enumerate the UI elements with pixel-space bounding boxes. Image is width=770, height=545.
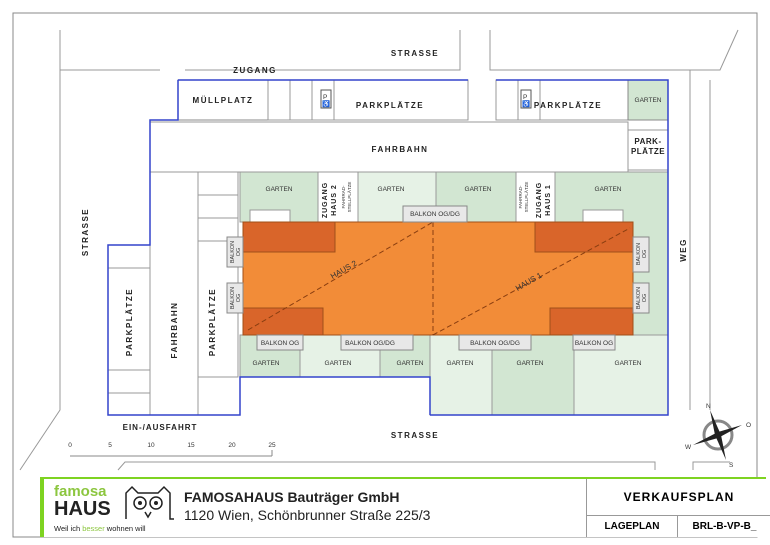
ein-ausfahrt-label: EIN-/AUSFAHRT bbox=[123, 423, 198, 432]
scale-tick: 25 bbox=[268, 442, 276, 449]
plaetze-label: PLÄTZE bbox=[631, 147, 665, 156]
stellplaetze-label: STELLPLÄTZE bbox=[523, 182, 529, 213]
og-label: OG bbox=[642, 294, 648, 303]
garten-label: GARTEN bbox=[325, 360, 352, 367]
garten-label: GARTEN bbox=[517, 360, 544, 367]
compass-w: W bbox=[685, 444, 692, 451]
balkon-label: BALKON OG bbox=[575, 340, 613, 347]
balkon-label: BALKON bbox=[230, 287, 236, 309]
haus1-label: HAUS 1 bbox=[545, 184, 552, 216]
scale-tick: 10 bbox=[147, 442, 155, 449]
fahrbahn-left-label: FAHRBAHN bbox=[170, 302, 179, 359]
svg-text:♿: ♿ bbox=[522, 100, 530, 108]
parking-stalls-left bbox=[107, 171, 239, 416]
compass-n: N bbox=[706, 403, 711, 410]
famosahaus-logo: famosa HAUS Weil ich besser wohnen will bbox=[54, 483, 176, 535]
park-label: PARK- bbox=[634, 137, 661, 146]
og-label: OG bbox=[642, 250, 648, 259]
parking-right bbox=[627, 129, 669, 171]
muellplatz-area bbox=[177, 79, 269, 121]
scale-tick: 0 bbox=[68, 442, 72, 449]
parkplaetze-left-label: PARKPLÄTZE bbox=[208, 288, 217, 356]
garten-label: GARTEN bbox=[465, 186, 492, 193]
parking-stalls-top bbox=[267, 79, 629, 121]
logo-text-top: famosa bbox=[54, 483, 107, 500]
fahrrad-label: FAHRRAD- bbox=[518, 185, 523, 209]
diagonal-haus1 bbox=[432, 227, 631, 336]
street-left-label: STRASSE bbox=[81, 208, 90, 256]
scale-tick: 5 bbox=[108, 442, 112, 449]
garden-top-right bbox=[627, 79, 669, 121]
plan-name: LAGEPLAN bbox=[587, 516, 678, 537]
haus2-label: HAUS 2 bbox=[331, 184, 338, 216]
disabled-parking-icon: P♿ bbox=[320, 89, 332, 109]
garten-label: GARTEN bbox=[595, 186, 622, 193]
balkon-label: BALKON OG/DG bbox=[470, 340, 520, 347]
drawing-frame bbox=[12, 12, 758, 538]
garten-label: GARTEN bbox=[615, 360, 642, 367]
logo-slogan: Weil ich besser wohnen will bbox=[54, 524, 146, 533]
fahrbahn-label: FAHRBAHN bbox=[372, 145, 429, 154]
svg-text:♿: ♿ bbox=[322, 100, 330, 108]
scale-tick: 15 bbox=[187, 442, 195, 449]
scale-tick: 20 bbox=[228, 442, 236, 449]
compass-o: O bbox=[746, 422, 751, 429]
balkon-label: BALKON OG/DG bbox=[345, 340, 395, 347]
og-label: OG bbox=[236, 248, 242, 257]
terrace-haus1-south bbox=[549, 307, 634, 336]
stellplaetze-label: STELLPLÄTZE bbox=[346, 182, 352, 213]
logo-text-bottom: HAUS bbox=[54, 498, 111, 520]
zugang-haus2-area bbox=[317, 171, 359, 223]
scale-bar: 0 5 10 15 20 25 bbox=[68, 442, 276, 457]
street-outline-bottom bbox=[117, 461, 730, 471]
balkon-label: BALKON bbox=[636, 287, 642, 309]
street-outline-left bbox=[19, 70, 61, 471]
zugang-label: ZUGANG bbox=[233, 66, 277, 75]
garten-label: GARTEN bbox=[253, 360, 280, 367]
owl-icon bbox=[125, 485, 174, 520]
company-name: FAMOSAHAUS Bauträger GmbH bbox=[184, 489, 400, 505]
zugang-haus1-label: ZUGANG bbox=[536, 182, 543, 218]
terrace-haus2-south bbox=[242, 307, 324, 336]
compass-s: S bbox=[729, 462, 734, 469]
plan-type: VERKAUFSPLAN bbox=[587, 479, 770, 516]
plan-info: VERKAUFSPLAN LAGEPLAN BRL-B-VP-B_ bbox=[586, 479, 770, 537]
garten-label: GARTEN bbox=[378, 186, 405, 193]
weg-outline bbox=[689, 70, 711, 410]
zugang-haus1-area bbox=[515, 171, 556, 223]
garten-label: GARTEN bbox=[447, 360, 474, 367]
street-bottom-label: STRASSE bbox=[391, 431, 439, 440]
disabled-parking-icon: P♿ bbox=[520, 89, 532, 109]
garten-label: GARTEN bbox=[635, 97, 662, 104]
parkplaetze-label: PARKPLÄTZE bbox=[534, 101, 602, 110]
zugang-haus2-label: ZUGANG bbox=[322, 182, 329, 218]
balkon-label: BALKON OG bbox=[261, 340, 299, 347]
fahrrad-label: FAHRRAD- bbox=[341, 185, 346, 209]
title-block: famosa HAUS Weil ich besser wohnen will … bbox=[40, 477, 770, 537]
garten-label: GARTEN bbox=[266, 186, 293, 193]
terrace-haus1-north bbox=[534, 221, 634, 253]
garten-label: GARTEN bbox=[397, 360, 424, 367]
parkplaetze-left-label: PARKPLÄTZE bbox=[125, 288, 134, 356]
fahrbahn-top bbox=[149, 121, 629, 173]
og-label: OG bbox=[236, 294, 242, 303]
svg-text:P: P bbox=[523, 94, 527, 101]
balkon-label: BALKON OG/DG bbox=[410, 211, 460, 218]
street-top-label: STRASSE bbox=[391, 49, 439, 58]
muellplatz-label: MÜLLPLATZ bbox=[193, 96, 254, 105]
company-address: 1120 Wien, Schönbrunner Straße 225/3 bbox=[184, 507, 431, 523]
balconies bbox=[226, 205, 650, 351]
weg-label: WEG bbox=[679, 238, 688, 262]
balkon-label: BALKON bbox=[230, 241, 236, 263]
terrace-haus2-north bbox=[242, 221, 336, 253]
property-boundary bbox=[107, 79, 669, 416]
compass-icon: N O S W bbox=[685, 403, 751, 469]
parkplaetze-label: PARKPLÄTZE bbox=[356, 101, 424, 110]
diagonal-haus2 bbox=[247, 221, 434, 331]
balkon-label: BALKON bbox=[636, 243, 642, 265]
plan-code: BRL-B-VP-B_ bbox=[692, 521, 757, 532]
svg-text:P: P bbox=[323, 94, 327, 101]
